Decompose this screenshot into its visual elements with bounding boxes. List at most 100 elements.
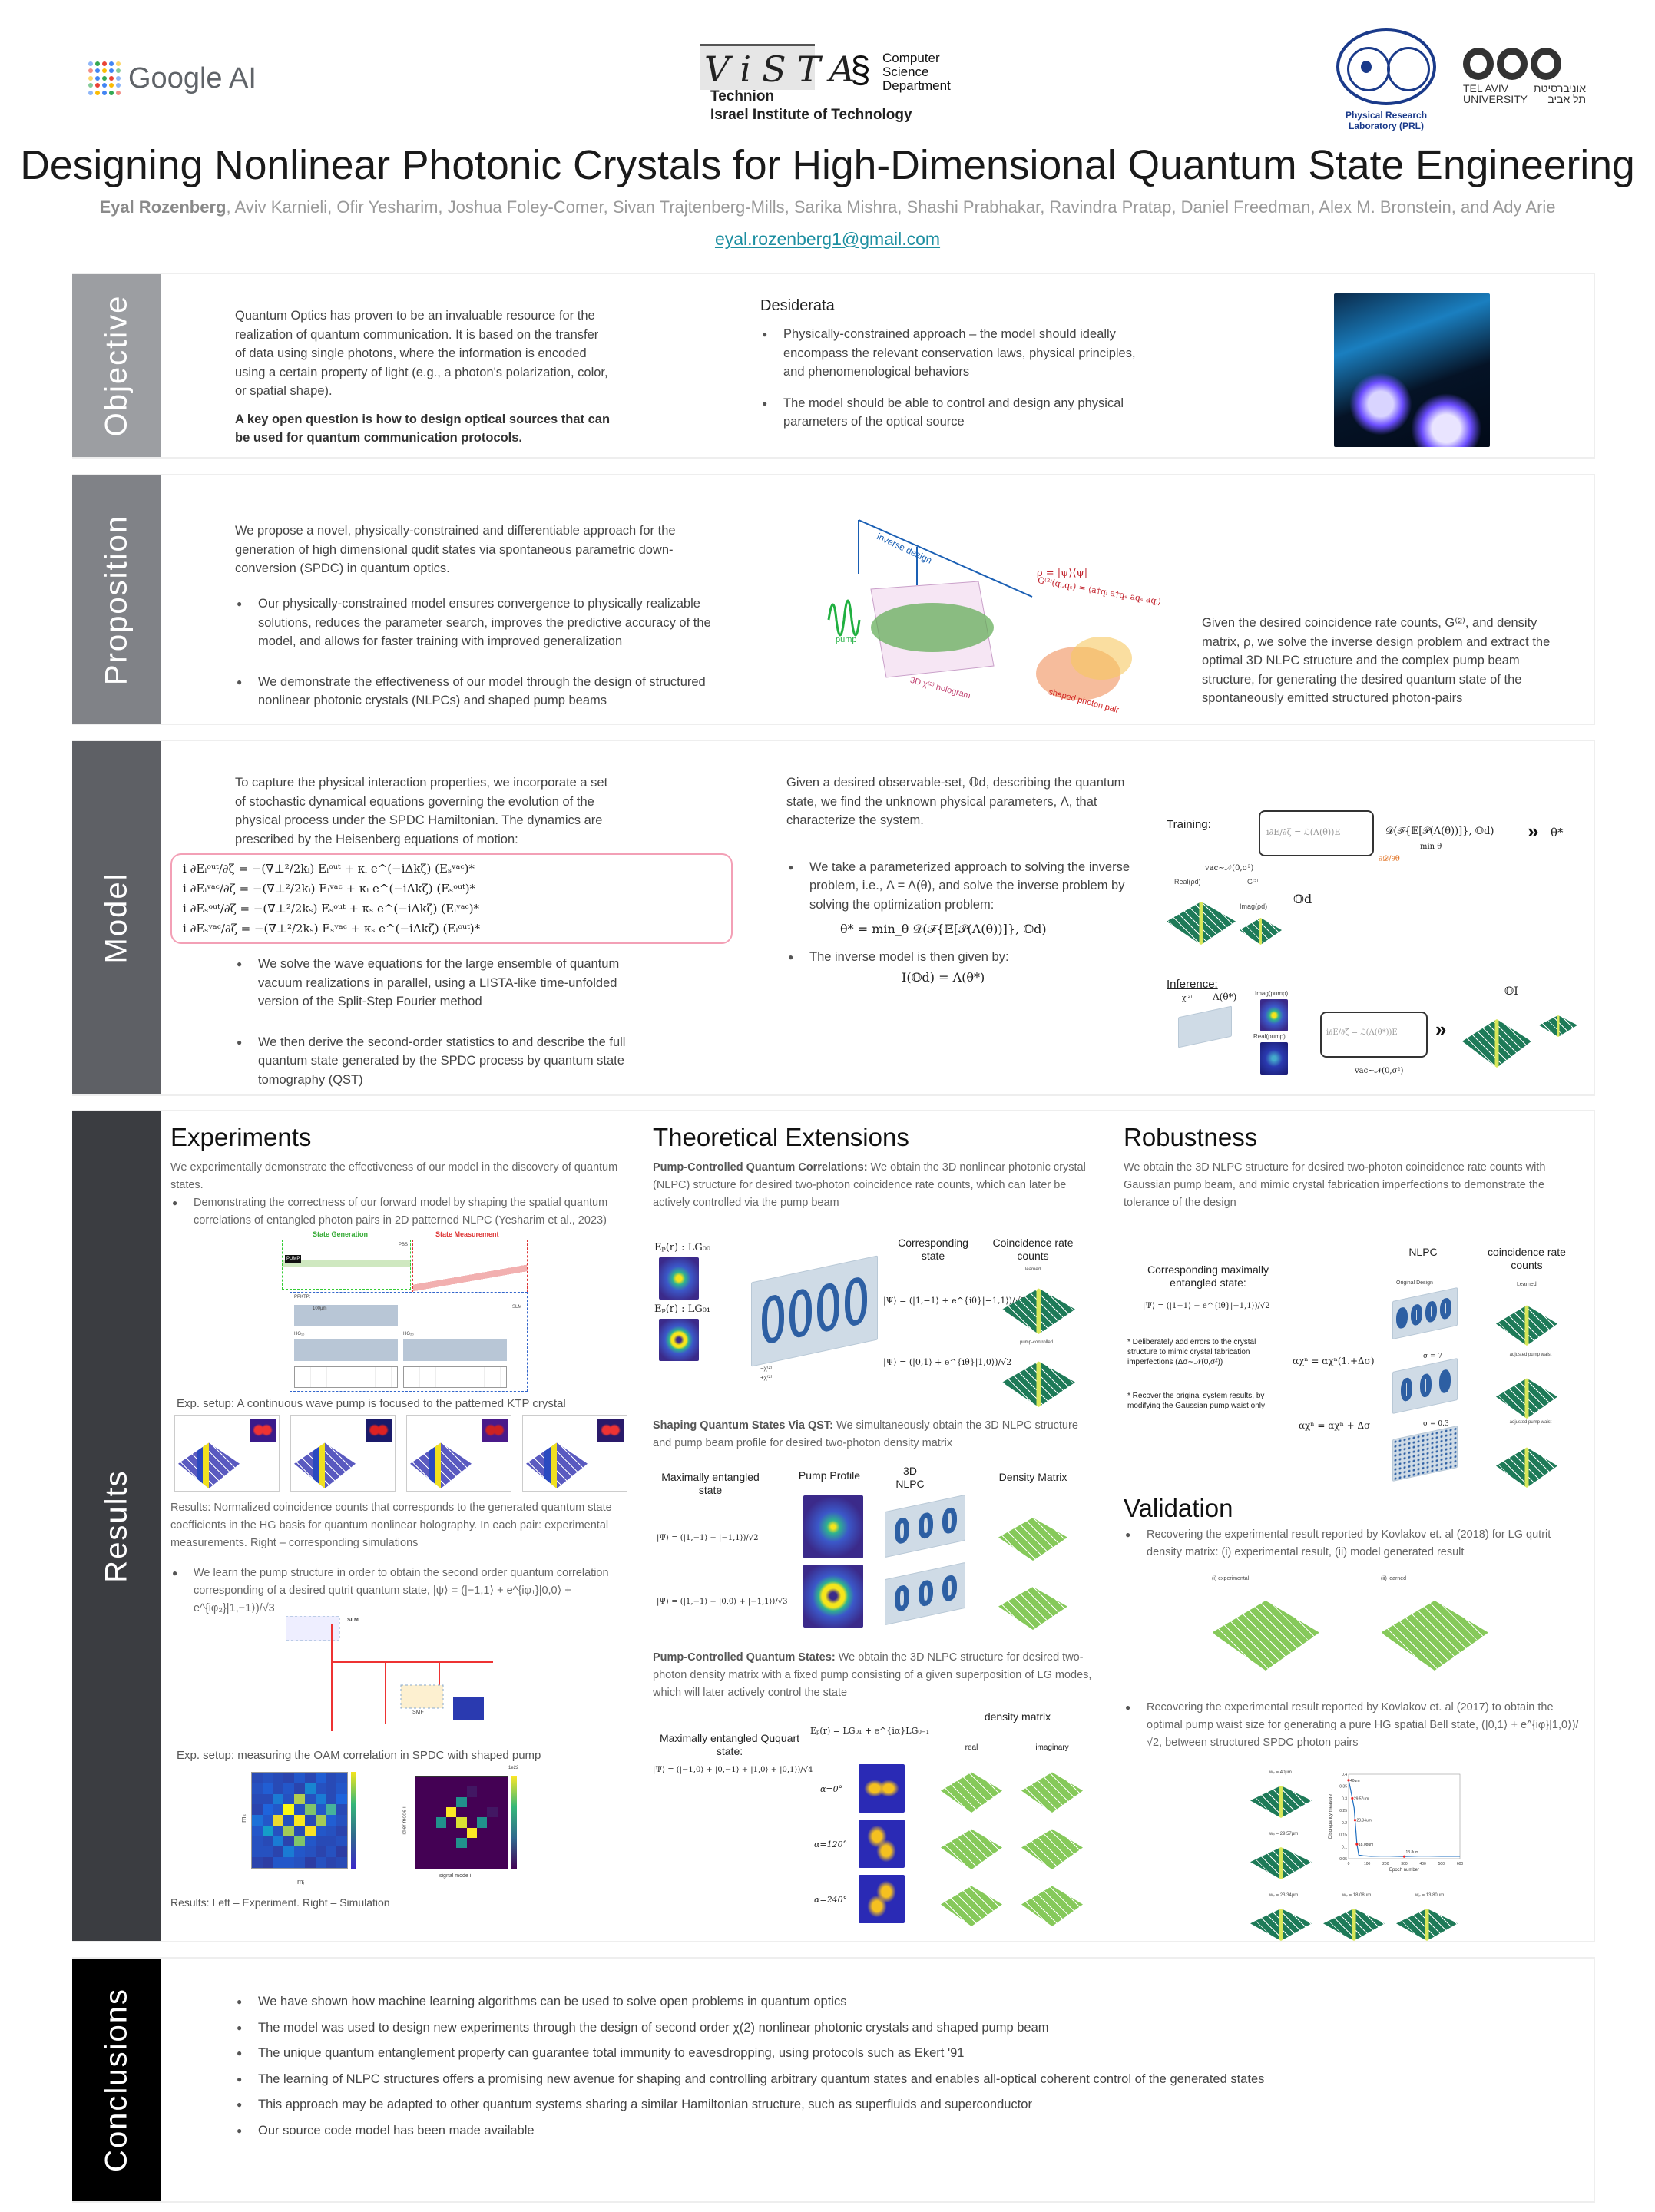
- heatmap-cell: [315, 1773, 326, 1783]
- conclusion-item: The model was used to design new experim…: [235, 2018, 1541, 2038]
- heatmap-cell: [336, 1804, 347, 1816]
- hg-mode-image: [366, 1419, 392, 1442]
- heatmap-cell: [283, 1846, 295, 1858]
- dm-imag-plot: [1021, 1886, 1083, 1926]
- density-matrix-plot: [998, 1587, 1067, 1630]
- state-equation: |Ψ⟩ = (|0,1⟩ + e^{iθ}|1,0⟩)/√2: [883, 1357, 1012, 1367]
- heatmap-xlabel: mᵢ: [297, 1878, 304, 1886]
- heatmap-cell: [487, 1806, 498, 1818]
- hg-mode-image: [250, 1419, 276, 1442]
- conclusion-item: We have shown how machine learning algor…: [235, 1992, 1541, 2012]
- real-pump-label: Real(pump): [1253, 1033, 1286, 1040]
- annotation-label: 18.08um: [1359, 1843, 1373, 1847]
- heatmap-cell: [466, 1796, 477, 1807]
- x-tick-label: 100: [1364, 1862, 1371, 1866]
- counts-plot-pump-controlled: [1002, 1361, 1075, 1407]
- heatmap-cell: [487, 1837, 498, 1849]
- hg-mode-image: [597, 1419, 624, 1442]
- ququart-label: Maximally entangled Ququart state:: [659, 1732, 800, 1757]
- waist-plot: [1323, 1909, 1385, 1941]
- annotation-label: 29.57um: [1354, 1796, 1369, 1801]
- proposition-bullets: Our physically-constrained model ensures…: [235, 594, 711, 710]
- heatmap-cell: [336, 1857, 347, 1868]
- heatmap-cell: [262, 1815, 273, 1826]
- heatmap-cell: [315, 1804, 326, 1816]
- y-axis-label: Discrepancy measure: [1329, 1793, 1333, 1839]
- heatmap-cell: [326, 1857, 337, 1868]
- learned-label: learned: [1025, 1267, 1041, 1272]
- oam-caption: Exp. setup: measuring the OAM correlatio…: [177, 1749, 541, 1762]
- cs-s-icon: §: [850, 50, 871, 91]
- alpha-label: α=0°: [820, 1784, 843, 1794]
- dm-real-plot: [941, 1829, 1002, 1869]
- fig-i-label: (i) experimental: [1212, 1576, 1250, 1581]
- list-item: Our physically-constrained model ensures…: [235, 594, 711, 651]
- nlpc-sigma-0-3: [1392, 1425, 1458, 1482]
- heatmap-cell: [425, 1848, 436, 1859]
- heatmap-cell: [487, 1827, 498, 1838]
- y-tick-label: 0.3: [1342, 1796, 1347, 1801]
- heatmap-cell: [466, 1858, 477, 1869]
- heatmap-cell: [304, 1783, 316, 1794]
- heatmap-cell: [497, 1837, 508, 1849]
- heatmap-cell: [435, 1806, 446, 1818]
- pump-alpha-240-image: [859, 1875, 905, 1923]
- x-tick-label: 200: [1382, 1862, 1389, 1866]
- heatmap-cell: [487, 1796, 498, 1807]
- x-tick-label: 0: [1348, 1862, 1350, 1866]
- simulation-heatmap: [415, 1776, 508, 1869]
- co-authors: , Aviv Karnieli, Ofir Yesharim, Joshua F…: [226, 197, 1556, 217]
- list-item: Physically-constrained approach – the mo…: [760, 325, 1160, 382]
- hg-result-pair: [522, 1415, 627, 1492]
- heatmap-cell: [262, 1825, 273, 1836]
- vac-label: vac∼𝒩(0,σ²): [1355, 1067, 1404, 1075]
- g2-small-label: G⁽²⁾: [1247, 878, 1259, 886]
- hg20-label: HG₂₀: [403, 1332, 414, 1336]
- heatmap-cell: [435, 1796, 446, 1807]
- heatmap-cell: [252, 1783, 263, 1794]
- col-header-state: Corresponding state: [898, 1237, 968, 1262]
- waist-label: wₚ = 23.34µm: [1269, 1893, 1299, 1898]
- email-link[interactable]: eyal.rozenberg1@gmail.com: [714, 229, 941, 249]
- heatmap-cell: [315, 1857, 326, 1868]
- learned-density-plot: [1381, 1601, 1488, 1671]
- proposition-text: We propose a novel, physically-constrain…: [235, 524, 676, 575]
- heatmap-cell: [262, 1836, 273, 1847]
- heatmap-cell: [456, 1837, 467, 1849]
- imag-rho-label: Imag(ρd): [1240, 902, 1268, 910]
- counts-caption: adjusted pump waist: [1509, 1420, 1552, 1425]
- heatmap-cell: [415, 1817, 426, 1828]
- pump-controlled-label: pump-controlled: [1020, 1340, 1054, 1345]
- heatmap-cell: [326, 1793, 337, 1805]
- vista-wordmark: ViSTA: [700, 44, 855, 90]
- y-tick-label: 0.2: [1342, 1821, 1347, 1826]
- chi-label: χ⁽²⁾: [1182, 995, 1193, 1002]
- google-ai-logo: Google AI: [88, 61, 257, 95]
- heatmap-cell: [445, 1817, 457, 1828]
- conclusion-item: This approach may be adapted to other qu…: [235, 2095, 1541, 2114]
- heatmap-cell: [273, 1783, 284, 1794]
- dm-real-plot: [941, 1886, 1002, 1926]
- loss-label: 𝒟(ℱ{𝔼[𝒫(Λ(θ))]}, 𝕆d): [1385, 826, 1494, 837]
- forward-model-box: i∂E/∂ζ = ℒ(Λ(θ))E: [1259, 810, 1374, 856]
- heatmap-cell: [262, 1783, 273, 1794]
- heatmap-cell: [435, 1786, 446, 1797]
- heatmap-cell: [283, 1836, 295, 1847]
- heatmap-cell: [435, 1817, 446, 1828]
- heatmap-cell: [283, 1783, 295, 1794]
- heatmap-cell: [487, 1777, 498, 1787]
- heatmap-cell: [487, 1858, 498, 1869]
- heatmap-cell: [435, 1848, 446, 1859]
- experiments-intro: We experimentally demonstrate the effect…: [170, 1161, 618, 1191]
- model-bullets: We solve the wave equations for the larg…: [235, 955, 642, 1089]
- list-item: We solve the wave equations for the larg…: [235, 955, 642, 1012]
- heatmap-cell: [466, 1848, 477, 1859]
- imaginary-header: imaginary: [1035, 1743, 1069, 1752]
- heatmap-cell: [294, 1836, 305, 1847]
- heatmap-cell: [456, 1827, 467, 1838]
- pump-waist-figure: wₚ = 40µm wₚ = 29.57µm wₚ = 23.34µm wₚ =…: [1250, 1768, 1542, 1941]
- y-tick-label: 0.35: [1339, 1785, 1347, 1790]
- pbs-label: PBS: [399, 1243, 409, 1247]
- training-label: Training:: [1167, 818, 1211, 831]
